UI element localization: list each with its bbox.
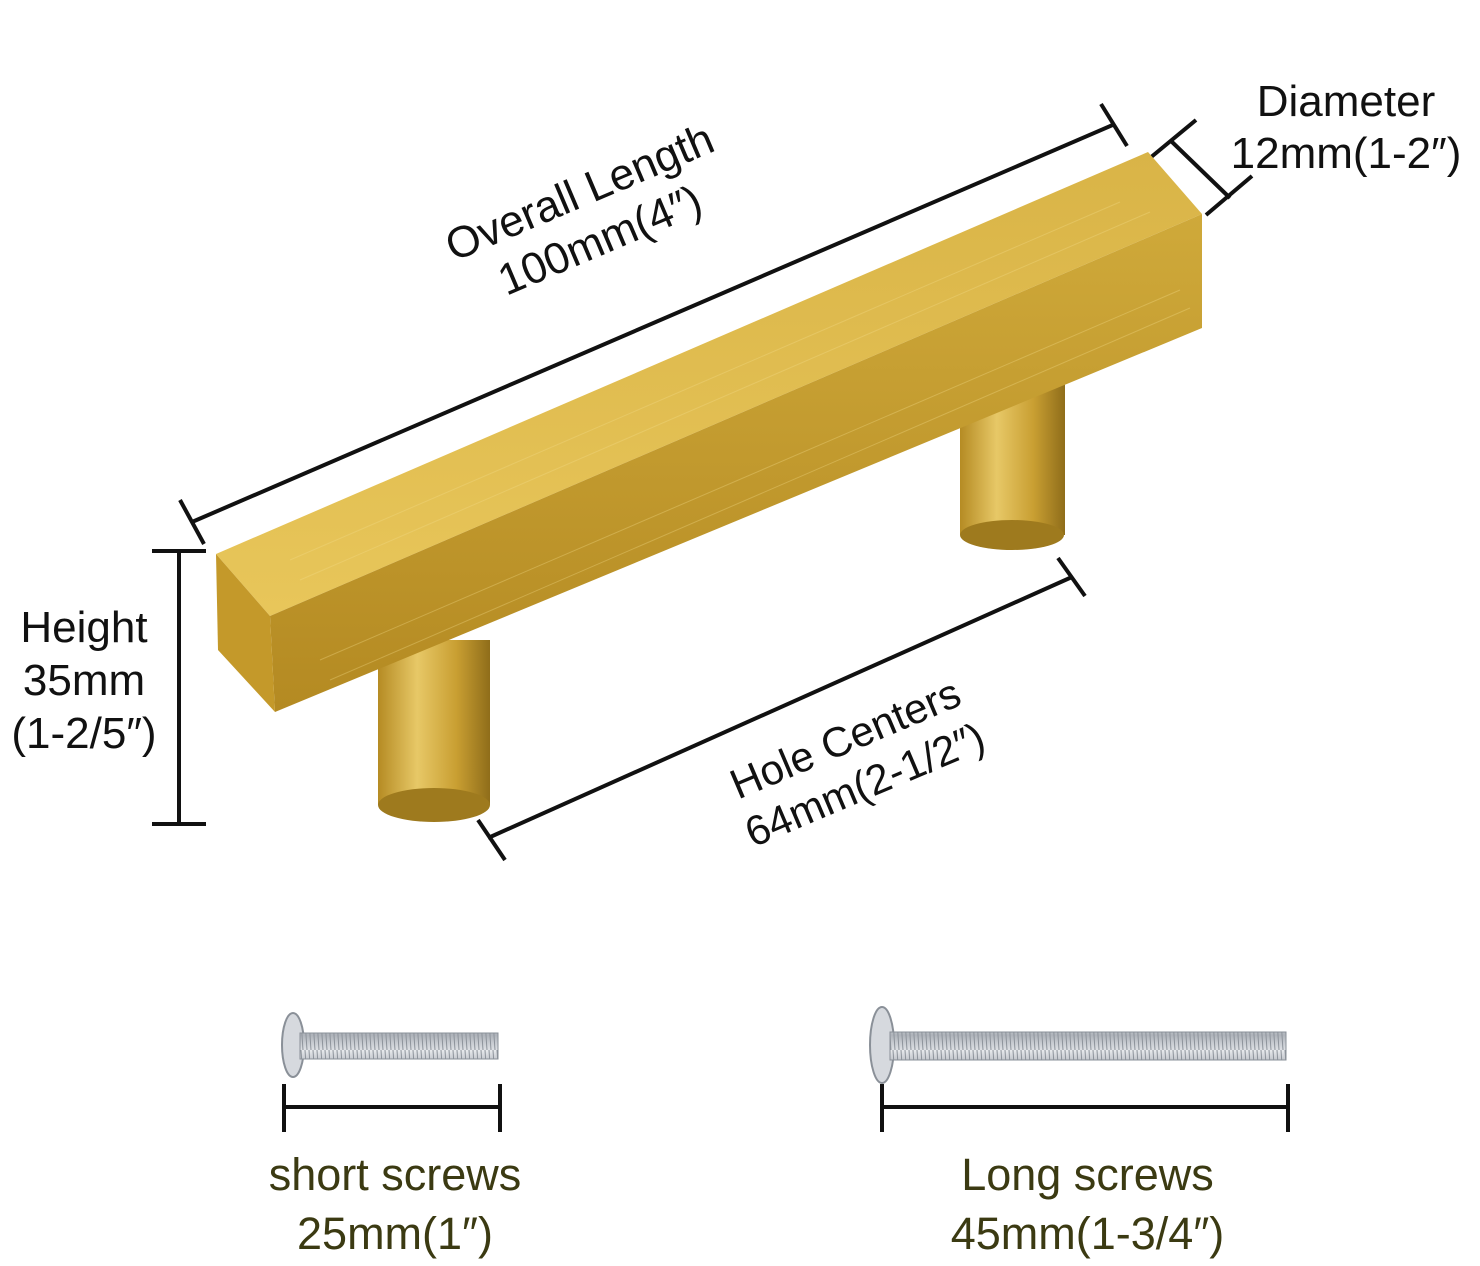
handle-bar-end-face [216,554,275,712]
short-screw [281,1012,499,1078]
height-value-imperial: (1-2/5″) [11,708,157,758]
handle-bar-front-face [270,214,1202,712]
hole-centers-dimension-line [476,556,1087,862]
long-screws-label-group: Long screws 45mm(1-3/4″) [915,1146,1260,1263]
short-screws-value: 25mm(1″) [297,1207,493,1259]
short-screws-label-group: short screws 25mm(1″) [240,1146,550,1263]
handle-front-leg [378,640,490,822]
short-screw-dimension-line [282,1084,502,1132]
diameter-label: Diameter [1256,77,1436,126]
diameter-label-group: Diameter 12mm(1-2″) [1215,76,1477,180]
diameter-dimension-line [1148,118,1254,217]
short-screws-label: short screws [268,1149,522,1200]
overall-length-dimension-line [178,102,1129,545]
diameter-value: 12mm(1-2″) [1230,128,1462,178]
long-screws-label: Long screws [961,1149,1214,1200]
height-label: Height [20,603,148,652]
long-screw-dimension-line [880,1084,1290,1132]
height-label-group: Height 35mm (1-2/5″) [0,602,168,760]
long-screws-value: 45mm(1-3/4″) [950,1207,1225,1259]
cabinet-handle [216,152,1202,822]
handle-bar-top-face [216,152,1202,616]
height-value: 35mm [22,655,146,705]
height-dimension-line [152,549,206,826]
long-screw [869,1006,1287,1084]
